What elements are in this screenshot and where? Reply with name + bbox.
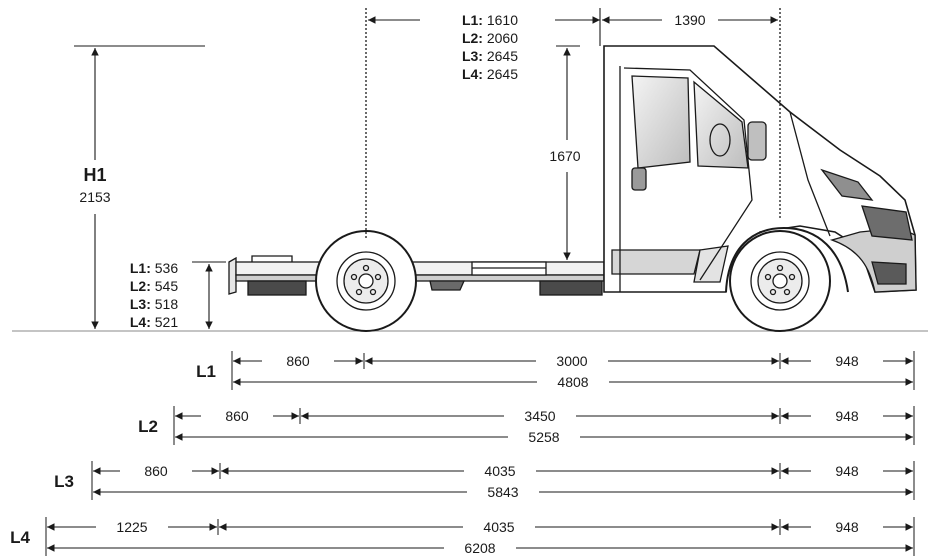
frame-height-value: 545 xyxy=(155,278,179,294)
height-value: 2153 xyxy=(79,189,110,205)
rear-overhang-value: 860 xyxy=(144,463,168,479)
frame-height-label: L2: xyxy=(130,278,151,294)
frame-height-value: 518 xyxy=(155,296,179,312)
svg-text:L1: 536: L1: 536 xyxy=(130,260,178,276)
overall-length-value: 6208 xyxy=(464,540,495,556)
length-variant-label: L3 xyxy=(54,472,74,491)
cab-to-axle-list: L1: 1610 L2: 2060 L3: 2645 L4: 2645 xyxy=(462,12,518,82)
rear-overhang-value: 860 xyxy=(286,353,310,369)
cab-to-axle-value: 2645 xyxy=(487,66,518,82)
rear-overhang-value: 860 xyxy=(225,408,249,424)
cab-to-axle-label: L3: xyxy=(462,48,483,64)
svg-text:L2: 2060: L2: 2060 xyxy=(462,30,518,46)
frame-height-value: 521 xyxy=(155,314,179,330)
overall-length-value: 4808 xyxy=(557,374,588,390)
frame-height-list: L1: 536 L2: 545 L3: 518 L4: 521 xyxy=(130,260,178,330)
wheelbase-value: 4035 xyxy=(483,519,514,535)
svg-text:L3: 2645: L3: 2645 xyxy=(462,48,518,64)
wheelbase-value: 3450 xyxy=(524,408,555,424)
height-dimension xyxy=(74,45,205,329)
svg-text:L4: 521: L4: 521 xyxy=(130,314,178,330)
frame-height-dimension xyxy=(192,261,226,329)
wheelbase-value: 4035 xyxy=(484,463,515,479)
vehicle-illustration xyxy=(12,45,928,332)
rear-wheel xyxy=(315,230,417,332)
cab-to-axle-label: L2: xyxy=(462,30,483,46)
svg-text:L4: 2645: L4: 2645 xyxy=(462,66,518,82)
front-to-axle-value: 1390 xyxy=(674,12,705,28)
cab-to-axle-value: 2645 xyxy=(487,48,518,64)
cab-to-axle-value: 1610 xyxy=(487,12,518,28)
front-overhang-value: 948 xyxy=(835,519,859,535)
height-label: H1 xyxy=(83,165,106,185)
rear-overhang-value: 1225 xyxy=(116,519,147,535)
front-wheel xyxy=(729,230,831,332)
cab-to-axle-label: L1: xyxy=(462,12,483,28)
front-overhang-value: 948 xyxy=(835,463,859,479)
frame-height-value: 536 xyxy=(155,260,179,276)
frame-height-label: L1: xyxy=(130,260,151,276)
frame-height-label: L4: xyxy=(130,314,151,330)
length-dimension-rows: 860 3000 948 4808 L1 860 3450 948 5258 L2 860 4035 9… xyxy=(10,351,915,556)
frame-height-label: L3: xyxy=(130,296,151,312)
cab-height-value: 1670 xyxy=(549,148,580,164)
svg-text:L3: 518: L3: 518 xyxy=(130,296,178,312)
length-variant-label: L4 xyxy=(10,528,30,547)
length-variant-label: L2 xyxy=(138,417,158,436)
wheelbase-value: 3000 xyxy=(556,353,587,369)
length-variant-label: L1 xyxy=(196,362,216,381)
front-overhang-value: 948 xyxy=(835,408,859,424)
top-dimensions xyxy=(368,8,778,260)
svg-text:L1: 1610: L1: 1610 xyxy=(462,12,518,28)
overall-length-value: 5258 xyxy=(528,429,559,445)
front-overhang-value: 948 xyxy=(835,353,859,369)
cab-to-axle-value: 2060 xyxy=(487,30,518,46)
overall-length-value: 5843 xyxy=(487,484,518,500)
cab-to-axle-label: L4: xyxy=(462,66,483,82)
svg-text:L2: 545: L2: 545 xyxy=(130,278,178,294)
